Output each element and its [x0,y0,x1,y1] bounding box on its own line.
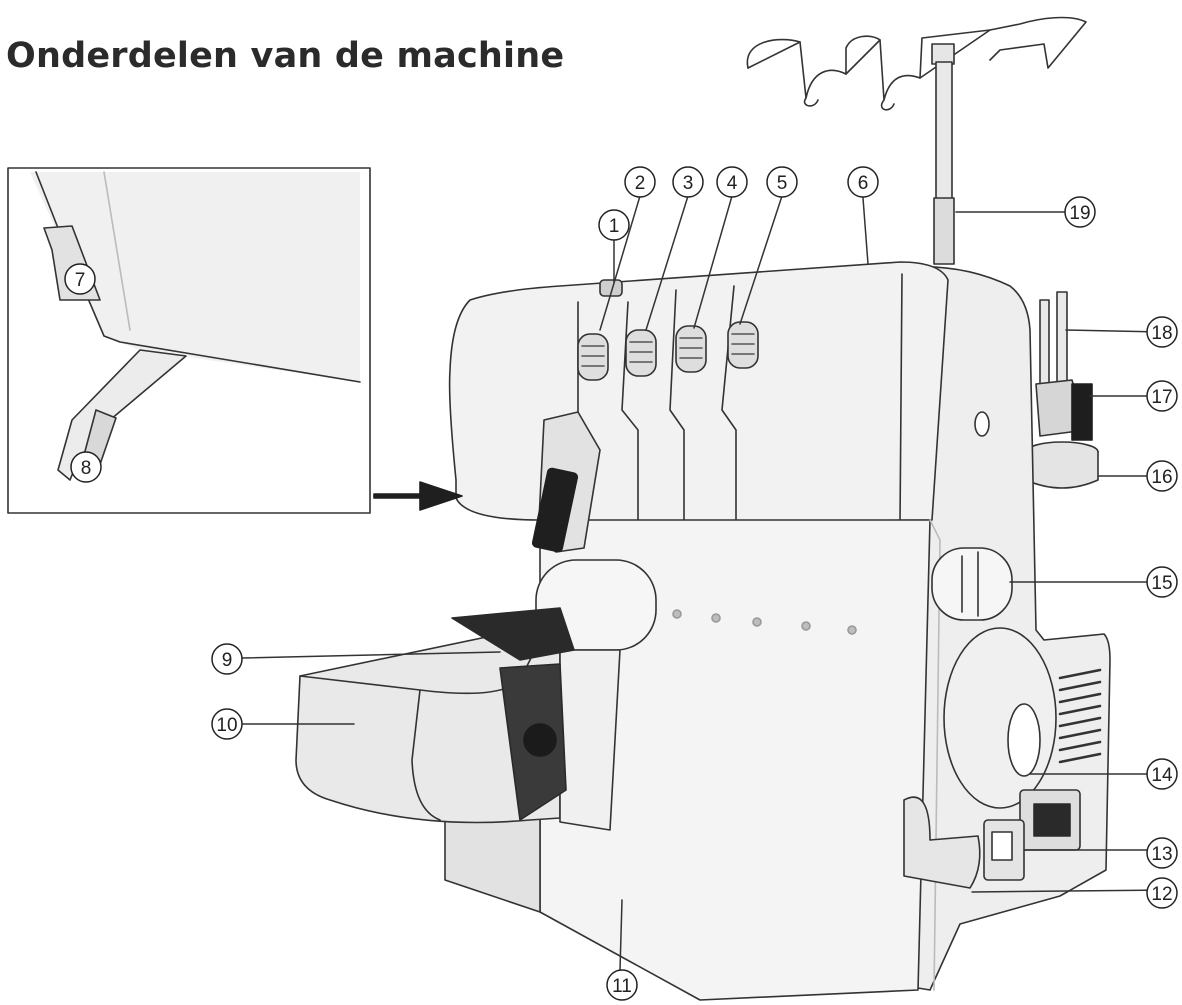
callout-7: 7 [64,263,96,295]
callout-number: 14 [1151,765,1173,786]
callout-number: 13 [1151,844,1172,865]
callout-11: 11 [606,969,638,1001]
callout-16: 16 [1146,460,1178,492]
callout-circle [1146,837,1178,869]
callout-15: 15 [1146,566,1178,598]
callout-number: 19 [1069,203,1090,224]
callout-number: 8 [81,458,92,479]
callout-number: 4 [727,173,738,194]
callout-18: 18 [1146,316,1178,348]
callout-4: 4 [716,166,748,198]
callout-number: 2 [635,173,646,194]
callout-circle [1146,566,1178,598]
callout-circle [766,166,798,198]
page-title: Onderdelen van de machine [6,36,565,76]
callout-circle [598,209,630,241]
callout-number: 11 [612,976,632,997]
callout-5: 5 [766,166,798,198]
callout-10: 10 [211,708,243,740]
arrow-icon [373,481,463,511]
callout-2: 2 [624,166,656,198]
callout-number: 17 [1151,387,1172,408]
callout-number: 12 [1151,884,1172,905]
callout-13: 13 [1146,837,1178,869]
callout-circle [606,969,638,1001]
callout-19: 19 [1064,196,1096,228]
callout-circle [1146,316,1178,348]
callout-circle [624,166,656,198]
leader-lines [241,195,1163,971]
callout-number: 6 [858,173,869,194]
callout-3: 3 [672,166,704,198]
inset-detail [7,167,371,514]
callout-circle [1146,460,1178,492]
callout-17: 17 [1146,380,1178,412]
callout-8: 8 [70,451,102,483]
callout-14: 14 [1146,758,1178,790]
machine-body [295,261,1111,1001]
callout-circle [70,451,102,483]
callout-number: 3 [683,173,694,194]
callout-circle [1146,758,1178,790]
callout-number: 10 [216,715,237,736]
callout-number: 18 [1151,323,1172,344]
callout-circle [1146,877,1178,909]
callout-circle [716,166,748,198]
callout-circle [211,708,243,740]
thread-stand [746,16,1087,265]
callout-number: 5 [777,173,788,194]
callout-circle [211,643,243,675]
callout-circle [847,166,879,198]
spool-assembly [1025,291,1099,489]
callout-number: 16 [1151,467,1172,488]
callout-number: 7 [75,270,86,291]
callout-1: 1 [598,209,630,241]
callout-circle [1146,380,1178,412]
callout-circle [64,263,96,295]
callout-9: 9 [211,643,243,675]
callout-number: 15 [1151,573,1172,594]
callout-circle [1064,196,1096,228]
callout-circle [672,166,704,198]
callout-12: 12 [1146,877,1178,909]
callout-number: 9 [222,650,233,671]
callout-6: 6 [847,166,879,198]
callout-number: 1 [609,216,620,237]
